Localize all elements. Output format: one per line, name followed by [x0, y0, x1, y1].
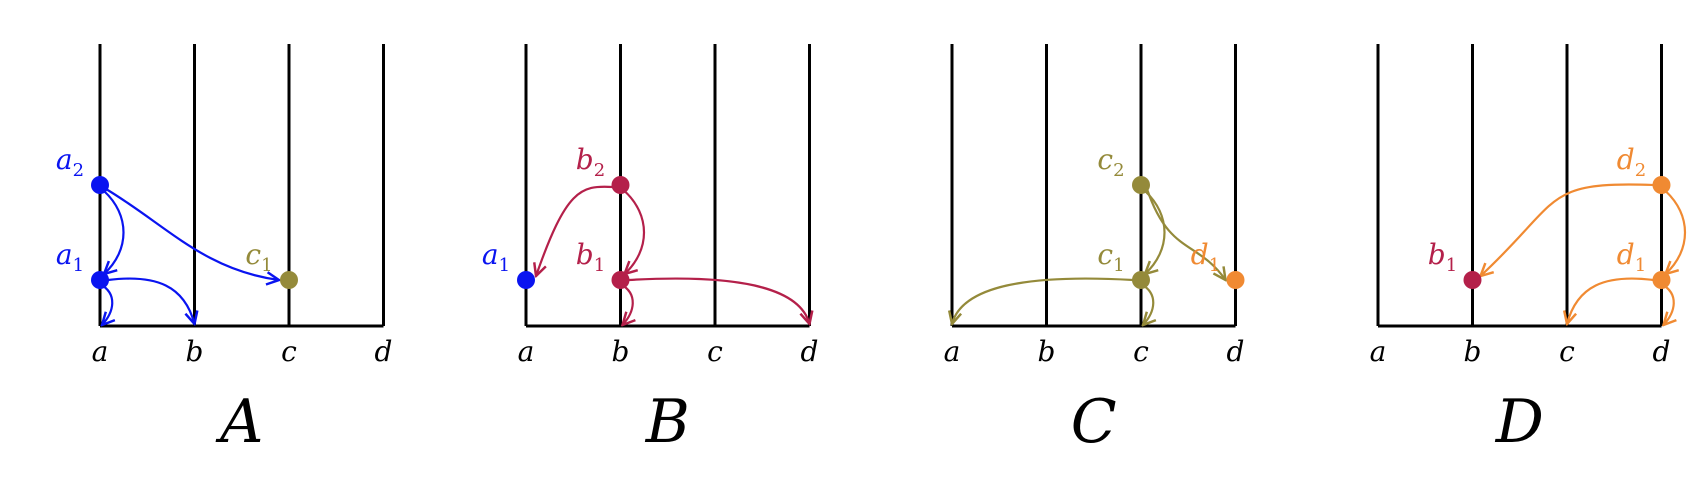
- edge-b1-to-base-d: [628, 277, 810, 324]
- axis-label-b: b: [612, 335, 630, 368]
- axis-label-a: a: [944, 335, 961, 368]
- node-d1: [1652, 271, 1671, 289]
- node-label-b2: b2: [576, 143, 605, 181]
- edge-a1-to-base-a: [99, 283, 112, 325]
- node-a1: [91, 271, 109, 289]
- axis-label-a: a: [518, 335, 535, 368]
- node-b1: [1463, 271, 1482, 289]
- edge-b2-to-b1: [625, 190, 645, 274]
- axis-label-b: b: [186, 335, 204, 368]
- edge-a2-to-a1: [104, 190, 125, 274]
- node-label-a2: a2: [56, 143, 84, 181]
- axis-label-d: d: [1227, 335, 1245, 368]
- panel-a: a b c d a2 a1 c1A: [56, 44, 393, 457]
- edge-d2-to-d1: [1666, 190, 1686, 274]
- node-c1: [280, 271, 298, 289]
- node-label-b1: b1: [1428, 238, 1457, 276]
- axis-label-d: d: [1653, 335, 1671, 368]
- node-label-c1: c1: [245, 238, 272, 276]
- edge-a1-to-base-b: [107, 277, 195, 324]
- node-d1: [1226, 271, 1245, 289]
- axis-label-b: b: [1464, 335, 1482, 368]
- axis-label-d: d: [375, 335, 393, 368]
- edge-b2-to-a1: [536, 185, 613, 276]
- node-label-c1: c1: [1097, 238, 1124, 276]
- panel-caption: C: [1071, 387, 1117, 457]
- node-label-d2: d2: [1617, 143, 1646, 181]
- panel-b: a b c d b2 b1 a1B: [482, 44, 819, 457]
- axis-label-c: c: [1559, 335, 1575, 368]
- panel-caption: D: [1495, 387, 1544, 457]
- edge-c2-to-d1: [1145, 188, 1226, 280]
- panel-caption: B: [645, 387, 690, 457]
- panel-caption: A: [215, 387, 263, 457]
- edge-b1-to-base-b: [619, 283, 633, 325]
- node-c2: [1132, 176, 1150, 194]
- node-d2: [1652, 176, 1671, 194]
- node-label-c2: c2: [1097, 143, 1124, 181]
- axis-label-c: c: [281, 335, 297, 368]
- node-label-d1: d1: [1191, 238, 1220, 276]
- edge-d1-to-base-c: [1567, 277, 1654, 324]
- node-a1: [517, 271, 535, 289]
- node-label-d1: d1: [1617, 238, 1646, 276]
- edge-a2-to-c1: [105, 188, 279, 280]
- node-label-b1: b1: [576, 238, 605, 276]
- axis-label-c: c: [1133, 335, 1149, 368]
- node-a2: [91, 176, 109, 194]
- edge-c1-to-base-a: [952, 277, 1134, 324]
- node-b2: [611, 176, 630, 194]
- edge-d1-to-base-d: [1660, 283, 1674, 325]
- node-label-a1: a1: [482, 238, 510, 276]
- axis-label-d: d: [801, 335, 819, 368]
- node-label-a1: a1: [56, 238, 84, 276]
- axis-label-a: a: [92, 335, 109, 368]
- axis-label-a: a: [1370, 335, 1387, 368]
- axis-label-b: b: [1038, 335, 1056, 368]
- panel-c: a b c d c2 c1 d1C: [944, 44, 1245, 457]
- edge-c2-to-c1: [1145, 190, 1166, 274]
- edge-d2-to-b1: [1481, 183, 1654, 276]
- node-c1: [1132, 271, 1150, 289]
- node-b1: [611, 271, 630, 289]
- panel-d: a b c d d2 d1 b1D: [1370, 44, 1686, 457]
- axis-label-c: c: [707, 335, 723, 368]
- edge-c1-to-base-c: [1140, 283, 1153, 325]
